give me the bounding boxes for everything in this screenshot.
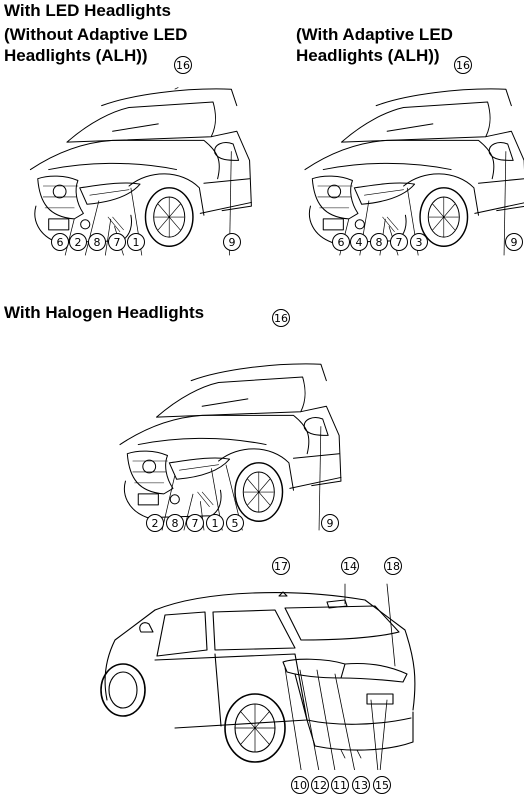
callout-rear-10: 10	[291, 776, 309, 794]
heading-led: With LED Headlights	[4, 0, 171, 21]
figure-front-halogen	[100, 335, 350, 545]
heading-halogen: With Halogen Headlights	[4, 302, 204, 323]
callout-rear-12: 12	[311, 776, 329, 794]
heading-led-text: With LED Headlights	[4, 1, 172, 20]
callout-rear-13: 13	[352, 776, 370, 794]
heading-halogen-text: With Halogen Headlights	[4, 303, 205, 322]
callout-number: 11	[333, 779, 347, 792]
heading-without-alh-line1: (Without Adaptive LED	[4, 25, 188, 44]
callout-number: 16	[274, 312, 288, 325]
figure-front-led-no-alh	[10, 60, 270, 270]
heading-with-alh: (With Adaptive LED Headlights (ALH))	[296, 24, 453, 66]
callout-front-halogen-16: 16	[272, 309, 290, 327]
callout-number: 15	[375, 779, 389, 792]
heading-with-alh-line1: (With Adaptive LED	[296, 25, 453, 44]
figure-rear	[95, 570, 430, 770]
callout-rear-15: 15	[373, 776, 391, 794]
figure-front-led-alh	[290, 60, 524, 270]
heading-without-alh: (Without Adaptive LED Headlights (ALH))	[4, 24, 187, 66]
heading-with-alh-line2: Headlights (ALH))	[296, 46, 440, 65]
callout-number: 13	[354, 779, 368, 792]
callout-number: 10	[293, 779, 307, 792]
heading-without-alh-line2: Headlights (ALH))	[4, 46, 148, 65]
callout-rear-11: 11	[331, 776, 349, 794]
callout-number: 12	[313, 779, 327, 792]
